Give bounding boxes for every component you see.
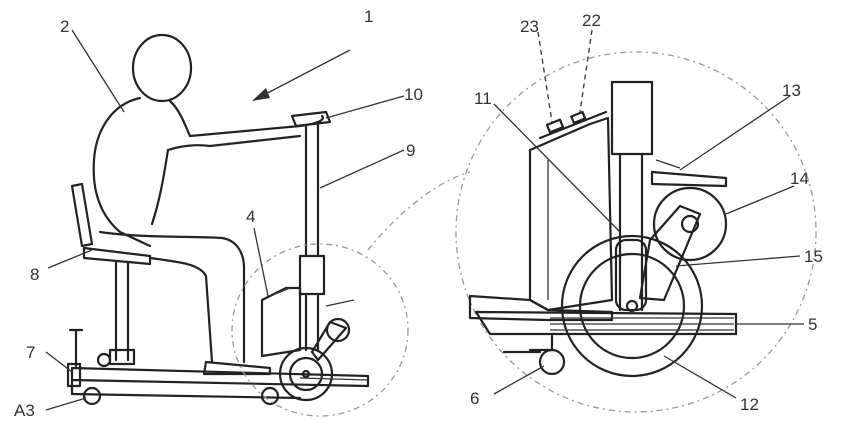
arrow-1-line (257, 49, 351, 99)
label-5: 5 (808, 315, 817, 334)
person-head (131, 33, 193, 103)
drive-wheel-hub (301, 369, 311, 379)
drive-module-detail (468, 80, 738, 378)
label-6: 6 (470, 389, 479, 408)
leader-11 (493, 103, 621, 233)
label-13: 13 (782, 81, 801, 100)
label-7: 7 (26, 343, 35, 362)
motor-small (325, 317, 351, 343)
detail-circle-large (455, 51, 817, 413)
person-thigh-back (148, 256, 214, 364)
detail-floor-left (468, 294, 614, 322)
label-11: 11 (474, 89, 492, 108)
leader-A3 (45, 397, 87, 411)
label-14: 14 (790, 169, 809, 188)
leader-23 (537, 31, 553, 123)
handlebar-column (290, 110, 332, 352)
seat-post (114, 260, 130, 362)
control-button-23 (545, 118, 565, 134)
control-box-small (260, 286, 302, 358)
detail-drive-wheel-hub (625, 299, 639, 313)
detail-caster-wheel (538, 348, 566, 376)
leader-7 (45, 351, 73, 373)
base-platform (66, 328, 370, 406)
control-housing-top (538, 110, 608, 140)
person-thigh-front (98, 230, 246, 364)
label-15: 15 (804, 247, 823, 266)
arrow-1-indicator (252, 49, 351, 101)
leader-10 (325, 95, 405, 119)
label-22: 22 (582, 11, 601, 30)
drive-wheel-inner (288, 356, 324, 392)
leader-15 (675, 255, 801, 267)
tie-down-pin (68, 328, 84, 368)
leader-2 (71, 29, 125, 113)
person-arm-upper (168, 99, 324, 138)
label-9: 9 (406, 141, 415, 160)
leader-6 (493, 365, 545, 395)
control-box-top (269, 287, 291, 297)
drive-wheel-outer (278, 346, 334, 402)
label-8: 8 (30, 265, 39, 284)
detail-platform (474, 310, 738, 336)
seat-pan (82, 246, 152, 266)
detail-caster-bracket (528, 334, 554, 352)
detail-column-tube (618, 152, 644, 312)
detail-brake-spring (655, 159, 681, 169)
brake-lever-small (325, 299, 355, 307)
arrow-1-head (252, 88, 270, 101)
handlebar-grip (290, 110, 332, 128)
label-23: 23 (520, 17, 539, 36)
leader-13 (679, 95, 791, 171)
seat-assembly (70, 182, 152, 366)
leader-14 (725, 185, 795, 215)
label-1: 1 (364, 7, 373, 26)
person-arm-lower (166, 134, 302, 152)
middle-caster (260, 386, 280, 406)
platform-top (70, 366, 370, 388)
detail-drive-wheel-inner (578, 252, 686, 360)
detail-platform-hatch (550, 317, 734, 331)
detail-brake-lever (650, 170, 728, 188)
label-2: 2 (60, 17, 69, 36)
column-sleeve (298, 254, 326, 296)
seat-post-base (108, 348, 136, 366)
detail-connector (367, 171, 471, 251)
label-10: 10 (404, 85, 423, 104)
label-12: 12 (740, 395, 759, 414)
detail-circle-small (231, 243, 409, 417)
platform-skirt (70, 378, 302, 400)
control-housing (528, 116, 614, 312)
leader-4 (253, 227, 269, 297)
hatch-small (299, 377, 369, 381)
person-chest (150, 148, 170, 226)
rear-caster-small (96, 352, 112, 368)
handlebar-column-tube (304, 122, 320, 258)
front-caster (82, 386, 102, 406)
leader-22 (579, 29, 593, 113)
detail-motor-shaft (680, 214, 700, 234)
front-block (66, 362, 82, 388)
detail-motor-outer (652, 186, 728, 262)
detail-motor-arm (638, 204, 702, 302)
detail-column-sleeve (610, 80, 654, 156)
label-4: 4 (246, 207, 255, 226)
motor-arm-small (310, 320, 348, 362)
person-back (92, 96, 152, 248)
leader-12 (663, 355, 737, 399)
label-A3: A3 (14, 401, 35, 420)
seat-backrest (70, 182, 94, 248)
detail-drive-wheel-outer (560, 234, 704, 378)
column-lower (304, 292, 320, 352)
seated-person-figure (92, 33, 324, 376)
leader-9 (319, 149, 405, 189)
control-button-22 (570, 110, 587, 125)
leader-8 (47, 249, 93, 269)
drive-module-small (260, 286, 369, 402)
